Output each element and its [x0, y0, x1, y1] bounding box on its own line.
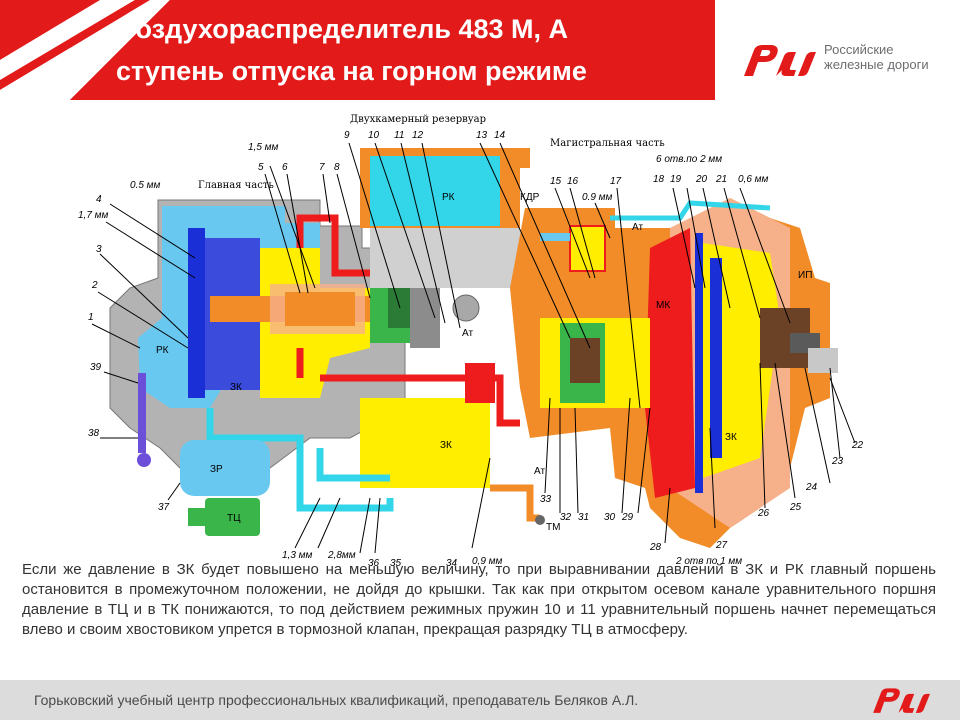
brand-name: Российские железные дороги	[824, 42, 929, 72]
label-rk-top: РК	[442, 192, 455, 203]
label-zk-right: ЗК	[725, 432, 737, 443]
label-at1: Ат	[462, 328, 473, 339]
dim-1-5: 1,5 мм	[248, 142, 279, 153]
part-numbers: 1 2 3 4 5 6 7 8 9 10 11 12 13 14 15 16 1…	[88, 130, 864, 569]
red-channel-main	[296, 214, 370, 277]
part-number: 13	[476, 130, 488, 141]
label-tc: ТЦ	[227, 513, 241, 524]
part-number: 23	[831, 456, 844, 467]
label-zk-left: ЗК	[230, 382, 242, 393]
dim-0-5: 0.5 мм	[130, 180, 161, 191]
dim-0-9: 0.9 мм	[582, 192, 613, 203]
header-banner: Воздухораспределитель 483 М, А ступень о…	[0, 0, 960, 100]
page-title-line1: Воздухораспределитель 483 М, А	[116, 14, 568, 44]
part-number: 9	[344, 130, 350, 141]
page-title-line2: ступень отпуска на горном режиме	[116, 56, 587, 86]
zk-chamber-bottom	[360, 398, 490, 488]
part-number: 25	[789, 502, 802, 513]
heading-main-part: Главная часть	[198, 180, 274, 191]
label-kdr: КДР	[520, 192, 540, 203]
part-number: 1	[88, 312, 94, 323]
mk-chamber	[645, 228, 695, 498]
rzd-logo-icon	[744, 45, 816, 76]
part-number: 27	[715, 540, 728, 551]
part-number: 29	[621, 512, 634, 523]
kdr-valve	[569, 225, 606, 272]
part-number: 32	[560, 512, 572, 523]
brand-line1: Российские	[824, 42, 894, 57]
part-number: 31	[578, 512, 589, 523]
part-number: 22	[851, 440, 864, 451]
part-number: 16	[567, 176, 579, 187]
label-zk-bottom: ЗК	[440, 440, 452, 451]
dim-0-6: 0,6 мм	[738, 174, 769, 185]
main-diaphragm	[188, 228, 205, 398]
brand-logo: Российские железные дороги	[740, 38, 940, 82]
part-number: 10	[368, 130, 380, 141]
part-number: 8	[334, 162, 340, 173]
part-number: 28	[649, 542, 662, 553]
footer-credit: Горьковский учебный центр профессиональн…	[34, 692, 639, 708]
dim-0-9b: 0,9 мм	[472, 556, 503, 567]
label-at2: Ат	[632, 222, 643, 233]
part-number: 14	[494, 130, 506, 141]
heading-mainline-part: Магистральная часть	[550, 138, 665, 149]
part-number: 3	[96, 244, 102, 255]
part-number: 34	[446, 558, 458, 568]
dim-1-7: 1,7 мм	[78, 210, 109, 221]
rk-chamber-top	[370, 156, 500, 226]
part-number: 20	[695, 174, 708, 185]
tc-brake-cylinder	[205, 498, 260, 536]
zk-chamber-right	[703, 243, 780, 478]
part-number: 6	[282, 162, 288, 173]
banner-shape	[0, 0, 715, 100]
description-text: Если же давление в ЗК будет повышено на …	[22, 561, 936, 638]
part-number: 17	[610, 176, 622, 187]
part-number: 35	[390, 558, 402, 568]
rzd-logo-icon	[873, 688, 930, 713]
part-number: 2	[91, 280, 98, 291]
part-number: 21	[715, 174, 727, 185]
diagram-svg: Двухкамерный резервуар Главная часть Маг…	[78, 114, 864, 569]
part-number: 11	[394, 130, 404, 141]
dim-2-8: 2,8мм	[327, 550, 356, 561]
air-distributor-diagram: Двухкамерный резервуар Главная часть Маг…	[70, 108, 900, 569]
label-rk-left: РК	[156, 345, 169, 356]
part-number: 39	[90, 362, 102, 373]
heading-reservoir: Двухкамерный резервуар	[350, 114, 486, 125]
part-number: 37	[158, 502, 170, 513]
footer-bar: Горьковский учебный центр профессиональн…	[0, 680, 960, 720]
part-number: 38	[88, 428, 100, 439]
zr-reservoir	[180, 440, 270, 496]
label-tm: ТМ	[546, 522, 560, 533]
part-number: 12	[412, 130, 424, 141]
label-at3: Ат	[534, 466, 545, 477]
part-number: 18	[653, 174, 665, 185]
dim-1-3: 1,3 мм	[282, 550, 313, 561]
label-mk: МК	[656, 300, 670, 311]
part-number: 26	[757, 508, 770, 519]
label-zr: ЗР	[210, 464, 223, 475]
part-number: 15	[550, 176, 562, 187]
part-number: 24	[805, 482, 818, 493]
mainline-diaphragm	[695, 233, 703, 493]
dim-2-holes: 2 отв по 1 мм	[675, 556, 742, 567]
part-number: 36	[368, 558, 380, 568]
part-number: 33	[540, 494, 552, 505]
part-number: 30	[604, 512, 616, 523]
part-number: 19	[670, 174, 682, 185]
leader-lines	[91, 142, 856, 554]
label-ip: ИП	[798, 270, 812, 281]
part-number: 4	[96, 194, 102, 205]
part-number: 5	[258, 162, 264, 173]
brand-line2: железные дороги	[824, 57, 929, 72]
part-number: 7	[319, 162, 325, 173]
dim-6-holes: 6 отв.по 2 мм	[656, 154, 722, 165]
